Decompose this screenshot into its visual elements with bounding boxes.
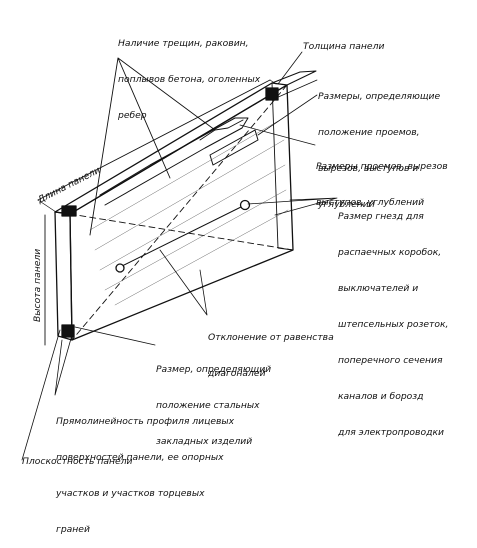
label-socket-position: Размер гнезд для распаечных коробок, вык… [338, 211, 449, 438]
corner-block-left [61, 205, 77, 217]
leader-opening-sizes [239, 124, 316, 146]
label-height: Высота панели [32, 248, 43, 322]
socket-left [115, 263, 125, 273]
label-diagonal-deviation: Отклонение от равенства диагоналей [208, 332, 334, 379]
leader-thickness [277, 51, 303, 85]
length-dim-tick [37, 79, 277, 213]
socket-rod [117, 204, 246, 269]
top-recess [99, 117, 249, 206]
thickness-strip [271, 70, 317, 86]
corner-block-bottom [61, 324, 75, 338]
leader-top [89, 57, 216, 236]
top-block [209, 129, 259, 166]
leader-sockets [247, 197, 338, 216]
socket-right [239, 199, 251, 211]
corner-block-top [265, 87, 279, 101]
leader-straightness [54, 334, 73, 396]
label-thickness: Толщина панели [303, 41, 385, 52]
leader-flatness [21, 329, 61, 461]
panel-diagram [21, 51, 338, 461]
leader-opening-position [257, 79, 318, 136]
top-recess-inner [199, 119, 244, 141]
diagonal-a [69, 213, 294, 251]
hatch-front [89, 119, 289, 306]
label-opening-sizes: Размеры проемов, вырезов выступов, углуб… [316, 161, 448, 208]
diagonal-b [71, 84, 288, 341]
leader-diagonal [159, 249, 208, 316]
label-straightness: Прямолинейность профиля лицевых поверхно… [56, 416, 235, 535]
panel-side-face [54, 211, 73, 341]
label-parts-position: Размер, определяющий положение стальных … [156, 364, 272, 447]
label-opening-position: Размеры, определяющие положение проемов,… [318, 91, 441, 210]
label-top-callout: Наличие трещин, раковин, поплывов бетона… [118, 38, 261, 121]
leader-parts [74, 326, 156, 346]
label-flatness: Плоскостность панели [22, 456, 133, 467]
